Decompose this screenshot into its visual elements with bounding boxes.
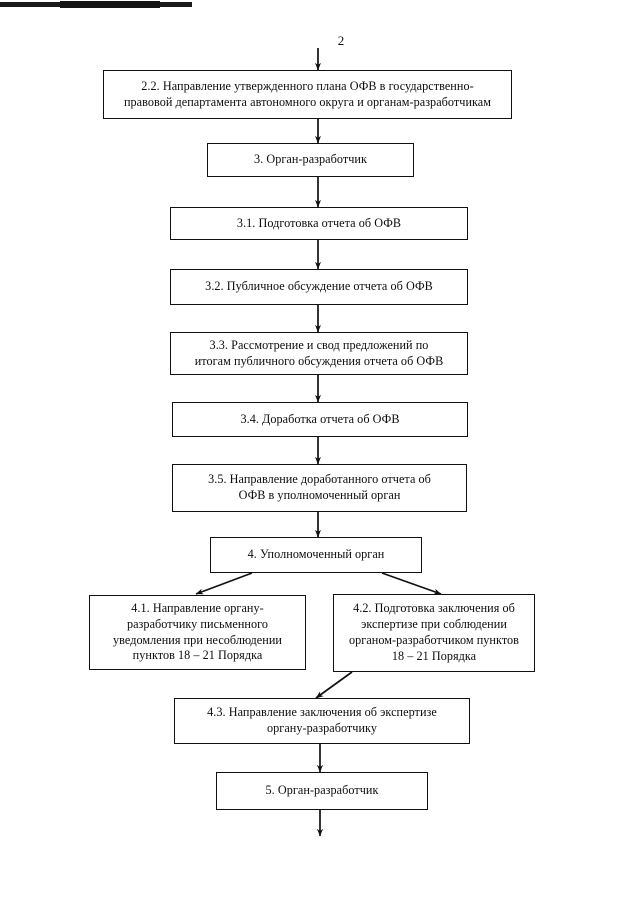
node-4-2-label: 4.2. Подготовка заключения об экспертизе… <box>349 601 519 663</box>
node-4-3-label: 4.3. Направление заключения об экспертиз… <box>207 705 437 735</box>
node-3-2[interactable]: 3.2. Публичное обсуждение отчета об ОФВ <box>170 269 468 305</box>
node-4-1[interactable]: 4.1. Направление органу- разработчику пи… <box>89 595 306 670</box>
node-3-label: 3. Орган-разработчик <box>254 152 367 167</box>
node-3-3[interactable]: 3.3. Рассмотрение и свод предложений по … <box>170 332 468 375</box>
node-3-1-label: 3.1. Подготовка отчета об ОФВ <box>236 215 402 230</box>
node-4-label: 4. Уполномоченный орган <box>247 547 385 562</box>
node-3-2-label: 3.2. Публичное обсуждение отчета об ОФВ <box>205 279 433 294</box>
node-3-4[interactable]: 3.4. Доработка отчета об ОФВ <box>172 402 468 437</box>
node-5-label: 5. Орган-разработчик <box>265 783 379 798</box>
node-3-1[interactable]: 3.1. Подготовка отчета об ОФВ <box>170 207 468 240</box>
node-3-3-label: 3.3. Рассмотрение и свод предложений по … <box>194 337 444 368</box>
node-4-1-label: 4.1. Направление органу- разработчику пи… <box>113 600 282 663</box>
node-5[interactable]: 5. Орган-разработчик <box>216 772 428 810</box>
node-4[interactable]: 4. Уполномоченный орган <box>210 537 422 573</box>
node-3[interactable]: 3. Орган-разработчик <box>207 143 414 177</box>
node-4-3[interactable]: 4.3. Направление заключения об экспертиз… <box>174 698 470 744</box>
page-number: 2 <box>337 33 345 48</box>
scan-artifact-line-secondary <box>60 1 160 8</box>
node-3-5[interactable]: 3.5. Направление доработанного отчета об… <box>172 464 467 512</box>
node-2-2-label: 2.2. Направление утвержденного плана ОФВ… <box>123 78 492 109</box>
node-3-5-label: 3.5. Направление доработанного отчета об… <box>208 472 431 502</box>
node-4-2[interactable]: 4.2. Подготовка заключения об экспертизе… <box>333 594 535 672</box>
node-2-2[interactable]: 2.2. Направление утвержденного плана ОФВ… <box>103 70 512 119</box>
node-3-4-label: 3.4. Доработка отчета об ОФВ <box>240 411 400 426</box>
